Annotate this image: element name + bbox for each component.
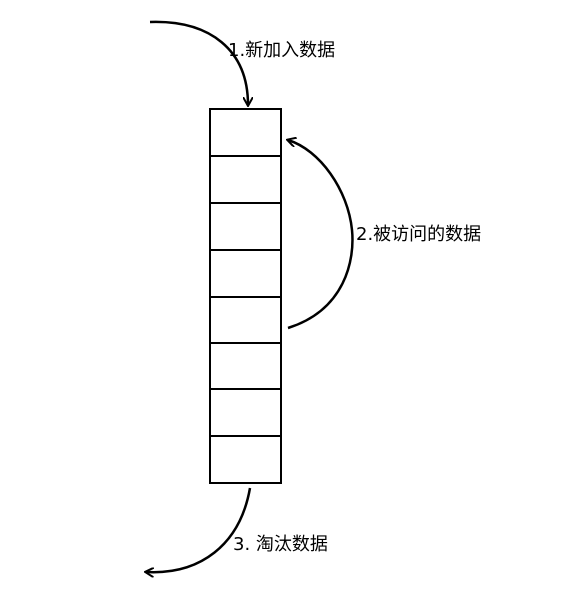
queue-stack — [209, 108, 282, 484]
queue-slot — [209, 296, 282, 344]
queue-slot — [209, 202, 282, 251]
queue-slot — [209, 155, 282, 204]
queue-slot — [209, 108, 282, 157]
queue-slot — [209, 342, 282, 390]
queue-slot — [209, 435, 282, 484]
evict-label: 3. 淘汰数据 — [233, 534, 328, 555]
evict-arrow — [146, 487, 252, 572]
add-label: 1.新加入数据 — [228, 40, 335, 61]
add-arrow — [149, 20, 248, 105]
queue-slot — [209, 388, 282, 437]
access-arrow — [288, 140, 354, 330]
queue-slot — [209, 249, 282, 298]
access-label: 2.被访问的数据 — [356, 224, 481, 245]
